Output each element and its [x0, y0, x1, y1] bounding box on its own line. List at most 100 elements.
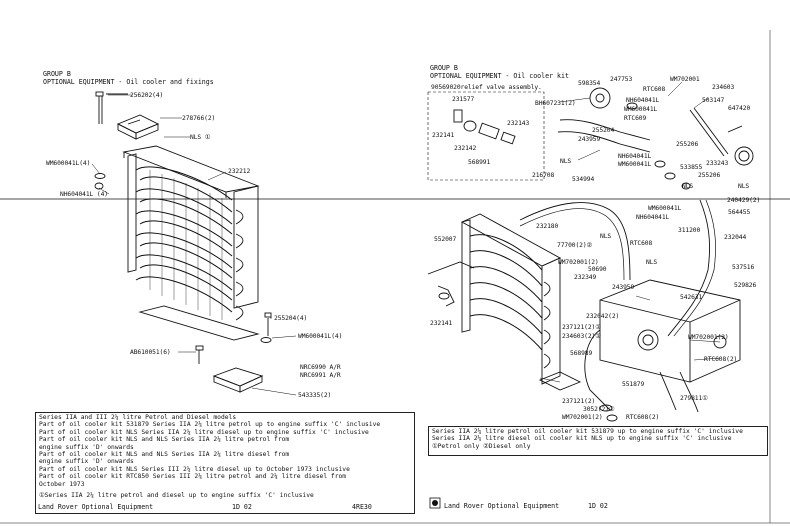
left-group-heading: GROUP B: [43, 70, 71, 78]
note-line: Part of oil cooler kit RTC850 Series III…: [39, 473, 347, 481]
note-line: Part of oil cooler kit 531879 Series IIA…: [39, 421, 381, 429]
part-label: 50690: [588, 266, 607, 273]
part-label: 278766(2): [182, 115, 216, 122]
right-notes-panel: Series IIA 2¼ litre petrol oil cooler ki…: [428, 426, 768, 456]
right-footer-title: Land Rover Optional Equipment: [444, 502, 560, 510]
part-label: 232141: [430, 320, 453, 327]
inset-caption: 90569020relief valve assembly.: [431, 84, 542, 91]
part-label: 255204(4): [274, 315, 308, 322]
part-label: 237121(2): [562, 398, 596, 405]
note-line: October 1973: [39, 480, 85, 488]
part-label: RTC609: [624, 115, 647, 122]
part-label: 77700(2)②: [557, 242, 593, 249]
part-label: RTC608: [630, 240, 653, 247]
note-line: Series IIA 2¼ litre petrol oil cooler ki…: [432, 428, 743, 435]
note-line: engine suffix 'D' onwards: [39, 458, 134, 466]
part-label: 232143: [507, 120, 530, 127]
part-label: NLS: [560, 158, 572, 165]
part-label: NRC6991 A/R: [300, 372, 341, 379]
part-label: 232212: [228, 168, 251, 175]
part-label: 234603: [712, 84, 735, 91]
left-footer-page: 1D 02: [232, 503, 252, 511]
part-label: 232042(2): [586, 313, 620, 320]
part-label: WM702001(2): [562, 414, 603, 421]
part-label: RTC608: [643, 86, 666, 93]
part-label: 568991: [468, 159, 491, 166]
part-label: 256202(4): [130, 92, 164, 99]
part-label: NH604041L: [636, 214, 670, 221]
part-label: WM702001: [670, 76, 700, 83]
left-footer-title: Land Rover Optional Equipment: [38, 503, 154, 511]
part-label: 232180: [536, 223, 559, 230]
part-label: 243959: [612, 284, 635, 291]
part-label: 543335(2): [298, 392, 332, 399]
note-line: Part of oil cooler kit NLS and NLS Serie…: [39, 436, 290, 444]
part-label: 240429(2): [727, 197, 761, 204]
part-label: AB610051(6): [130, 349, 171, 356]
note-line: Part of oil cooler kit NLS Series III 2¼…: [39, 465, 350, 473]
part-label: NLS: [646, 259, 658, 266]
part-label: WM600041L(4): [46, 160, 91, 167]
part-label: RTC608(2): [704, 356, 738, 363]
note-line: ①Petrol only ②Diesel only: [432, 442, 531, 450]
part-label: 533855: [680, 164, 703, 171]
right-footer-page: 1D 02: [588, 502, 608, 510]
part-label: 552007: [434, 236, 457, 243]
left-notes-panel: Series IIA and III 2¼ litre Petrol and D…: [35, 412, 415, 514]
note-line: engine suffix 'D' onwards: [39, 443, 134, 451]
part-label: RTC608(2): [626, 414, 660, 421]
part-label: 247753: [610, 76, 633, 83]
part-label: 232141: [432, 132, 455, 139]
part-label: NLS ①: [190, 134, 211, 141]
part-label: 216708: [532, 172, 555, 179]
part-label: 232349: [574, 274, 597, 281]
part-label: 255206: [698, 172, 721, 179]
part-label: WM600041L(4): [298, 333, 343, 340]
part-label: 279811①: [680, 395, 708, 402]
right-oil-cooler-kit-drawing: [427, 81, 754, 422]
part-label: 503147: [702, 97, 725, 104]
part-label: 551879: [622, 381, 645, 388]
part-label: 529826: [734, 282, 757, 289]
note-line: ①Series IIA 2¼ litre petrol and diesel u…: [39, 492, 314, 500]
part-label: 564455: [728, 209, 751, 216]
right-section-title: OPTIONAL EQUIPMENT - Oil cooler kit: [430, 72, 569, 80]
part-label: 3052(2)①: [583, 406, 615, 413]
part-label: WM600041L: [648, 205, 682, 212]
note-line: Part of oil cooler kit NLS and NLS Serie…: [39, 451, 290, 459]
left-section-title: OPTIONAL EQUIPMENT - Oil cooler and fixi…: [43, 78, 214, 86]
part-label: NLS: [600, 233, 612, 240]
part-label: 255204: [592, 127, 615, 134]
part-label: 233243: [706, 160, 729, 167]
part-label: 255206: [676, 141, 699, 148]
part-label: 243959: [578, 136, 601, 143]
part-label: NH604041L (4): [60, 191, 108, 198]
note-line: Series IIA 2¼ litre diesel oil cooler ki…: [432, 435, 732, 443]
part-label: 232142: [454, 145, 477, 152]
part-label: 534994: [572, 176, 595, 183]
land-rover-logo-icon: [429, 497, 441, 509]
part-label: BH607231(2): [535, 100, 576, 107]
part-label: 537516: [732, 264, 755, 271]
part-label: 232044: [724, 234, 747, 241]
part-label: 234603(2)①: [562, 333, 601, 340]
part-label: 568989: [570, 350, 593, 357]
right-group-heading: GROUP B: [430, 64, 458, 72]
part-label: NH604041L: [626, 97, 660, 104]
part-label: NRC6990 A/R: [300, 364, 341, 371]
part-label: 647420: [728, 105, 751, 112]
note-line: Part of oil cooler kit NLS Series IIA 2¼…: [39, 428, 369, 436]
left-footer-ref: 4RE30: [352, 503, 372, 511]
part-label: 598354: [578, 80, 601, 87]
note-line: Series IIA and III 2¼ litre Petrol and D…: [39, 414, 237, 421]
part-label: NLS: [682, 183, 694, 190]
part-label: 311200: [678, 227, 701, 234]
part-label: 542631: [680, 294, 703, 301]
part-label: WM600041L: [624, 106, 658, 113]
part-label: WM702001(2): [558, 259, 599, 266]
part-label: WM702001(2): [688, 334, 729, 341]
part-label: 231577: [452, 96, 475, 103]
part-label: 237121(2)①: [562, 324, 601, 331]
part-label: NH604041L: [618, 153, 652, 160]
